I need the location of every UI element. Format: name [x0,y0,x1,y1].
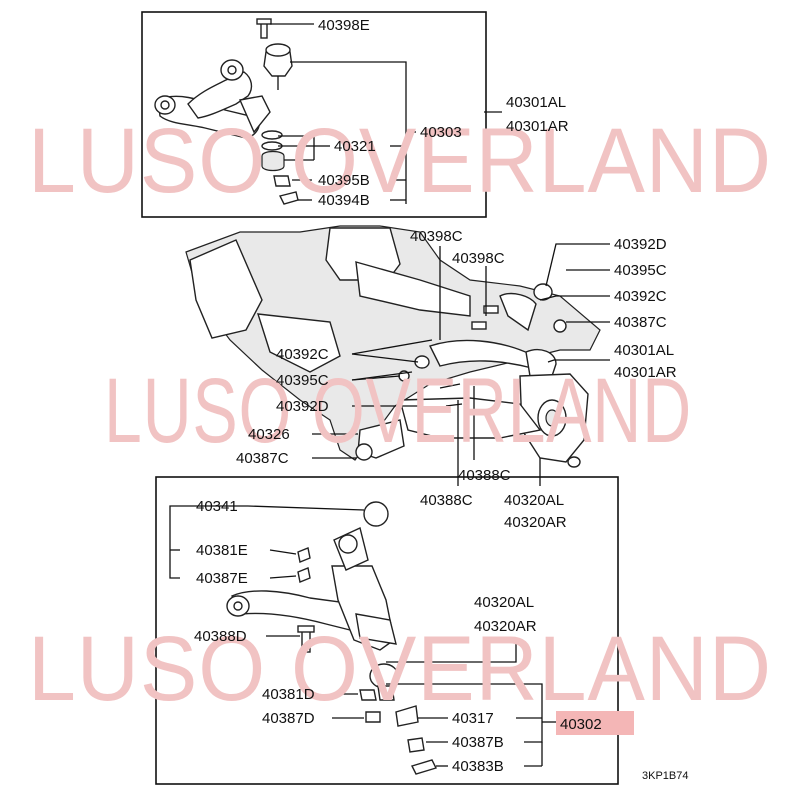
label-40398C-a: 40398C [410,228,463,245]
label-40381E: 40381E [196,542,248,559]
label-40326: 40326 [248,426,290,443]
watermark-line-3: LUSO OVERLAND [28,618,772,720]
label-40392D-right: 40392D [614,236,667,253]
watermark: LUSO OVERLAND LUSO OVERLAND LUSO OVERLAN… [28,110,772,720]
label-40387C-left: 40387C [236,450,289,467]
subframe-drawing [185,225,601,468]
diagram-code: 3KP1B74 [642,770,688,782]
label-40387C-right: 40387C [614,314,667,331]
label-40395B: 40395B [318,172,370,189]
label-40387E: 40387E [196,570,248,587]
label-40321: 40321 [334,138,376,155]
label-40381D: 40381D [262,686,315,703]
upper-arm-box [141,11,487,218]
label-40398E: 40398E [318,17,370,34]
watermark-line-2: LUSO OVERLAND [104,360,692,462]
label-40320AR-mid: 40320AR [504,514,567,531]
label-40388C-b: 40388C [420,492,473,509]
label-40387D: 40387D [262,710,315,727]
label-40394B: 40394B [318,192,370,209]
highlight-40302 [556,711,634,735]
label-40388D: 40388D [194,628,247,645]
label-40301AL-mid: 40301AL [614,342,674,359]
label-40392C-left: 40392C [276,346,329,363]
part-labels: 40398E 40321 40303 40301AL 40301AR 40395… [194,17,688,782]
label-40392D-left: 40392D [276,398,329,415]
upper-arm-drawing [154,18,299,205]
lower-arm-drawing [226,501,437,775]
label-40392C-right: 40392C [614,288,667,305]
label-40383B: 40383B [452,758,504,775]
label-40388C-a: 40388C [458,467,511,484]
label-40395C-left: 40395C [276,372,329,389]
label-40341: 40341 [196,498,238,515]
watermark-line-1: LUSO OVERLAND [28,110,772,212]
label-40302: 40302 [560,716,602,733]
label-40320AL-mid: 40320AL [504,492,564,509]
label-40301AR-mid: 40301AR [614,364,677,381]
leader-lines [169,23,610,767]
label-40301AL-top: 40301AL [506,94,566,111]
label-40301AR-top: 40301AR [506,118,569,135]
label-40398C-b: 40398C [452,250,505,267]
lower-arm-box [155,476,619,785]
label-40320AR-bottom: 40320AR [474,618,537,635]
label-40387B: 40387B [452,734,504,751]
label-40303: 40303 [420,124,462,141]
label-40395C-right: 40395C [614,262,667,279]
label-40317: 40317 [452,710,494,727]
label-40320AL-bottom: 40320AL [474,594,534,611]
